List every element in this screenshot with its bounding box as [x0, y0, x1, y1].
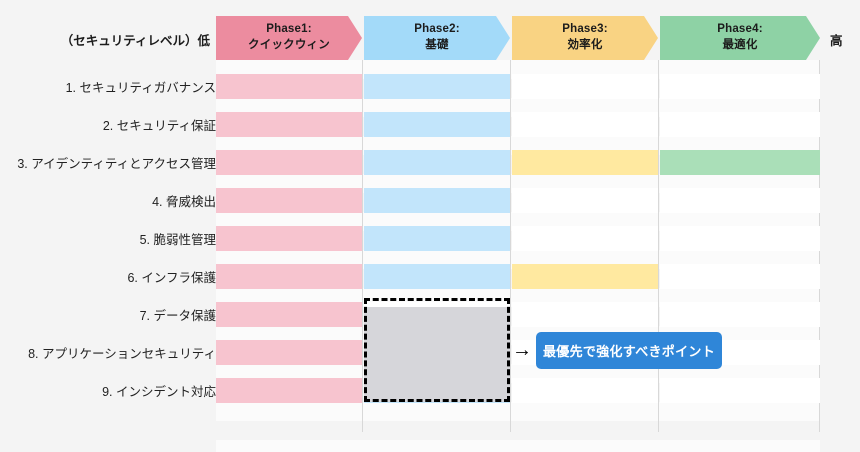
row-label-1: 1. セキュリティガバナンス: [65, 81, 216, 95]
cell-r1-phase4[interactable]: [660, 74, 820, 99]
column-divider-phase3: [510, 60, 511, 432]
cell-r4-phase4[interactable]: [660, 188, 820, 213]
phase-header-phase1[interactable]: Phase1: クイックウィン: [216, 16, 362, 60]
cell-r1-phase3[interactable]: [512, 74, 658, 99]
scale-low-label: （セキュリティレベル）低: [60, 34, 210, 48]
phase-header-subtitle: 最適化: [722, 39, 758, 51]
cell-r4-phase3[interactable]: [512, 188, 658, 213]
phase-header-phase3[interactable]: Phase3: 効率化: [512, 16, 658, 60]
cell-r5-phase2[interactable]: [364, 226, 510, 251]
row-band: [216, 421, 820, 440]
muted-band-strip: [364, 326, 510, 345]
cell-r7-phase3[interactable]: [512, 302, 658, 327]
cell-r3-phase3[interactable]: [512, 150, 658, 175]
cell-r5-phase1[interactable]: [216, 226, 362, 251]
phase-header-title: Phase4:: [717, 23, 763, 36]
phase-header-phase4[interactable]: Phase4: 最適化: [660, 16, 820, 60]
cell-r1-phase1[interactable]: [216, 74, 362, 99]
cell-r5-phase4[interactable]: [660, 226, 820, 251]
cell-r9-phase3[interactable]: [512, 378, 658, 403]
row-band: [216, 440, 820, 452]
column-divider-phase4: [658, 60, 659, 432]
cell-r6-phase1[interactable]: [216, 264, 362, 289]
cell-r6-phase4[interactable]: [660, 264, 820, 289]
cell-r4-phase1[interactable]: [216, 188, 362, 213]
row-label-4: 4. 脅威検出: [152, 195, 216, 209]
cell-r8-phase1[interactable]: [216, 340, 362, 365]
cell-r2-phase1[interactable]: [216, 112, 362, 137]
row-label-7: 7. データ保護: [139, 309, 216, 323]
cell-r6-phase3[interactable]: [512, 264, 658, 289]
phase-header-title: Phase2:: [414, 23, 460, 36]
scale-high-label: 高: [830, 34, 843, 48]
cell-r7-phase4[interactable]: [660, 302, 820, 327]
cell-r9-phase1[interactable]: [216, 378, 362, 403]
row-band: [216, 402, 820, 421]
cell-r3-phase4[interactable]: [660, 150, 820, 175]
cell-r5-phase3[interactable]: [512, 226, 658, 251]
muted-band-strip: [364, 364, 510, 383]
cell-r2-phase4[interactable]: [660, 112, 820, 137]
cell-r3-phase1[interactable]: [216, 150, 362, 175]
cell-r4-phase2[interactable]: [364, 188, 510, 213]
row-label-8: 8. アプリケーションセキュリティ: [28, 347, 216, 361]
muted-band-strip: [364, 345, 510, 364]
cell-r2-phase3[interactable]: [512, 112, 658, 137]
phase-header-title: Phase3:: [562, 23, 608, 36]
row-label-9: 9. インシデント対応: [102, 385, 216, 399]
cell-r9-phase4[interactable]: [660, 378, 820, 403]
phase-header-subtitle: 基礎: [425, 39, 449, 51]
column-divider-phase2: [362, 60, 363, 432]
phase-header-phase2[interactable]: Phase2: 基礎: [364, 16, 510, 60]
row-label-5: 5. 脆弱性管理: [139, 233, 216, 247]
cell-r6-phase2[interactable]: [364, 264, 510, 289]
row-label-2: 2. セキュリティ保証: [102, 119, 216, 133]
phase-header-subtitle: 効率化: [567, 39, 603, 51]
phase-header-subtitle: クイックウィン: [248, 39, 330, 51]
callout-arrow-icon: →: [512, 339, 532, 361]
priority-callout[interactable]: 最優先で強化すべきポイント: [536, 332, 722, 369]
cell-r1-phase2[interactable]: [364, 74, 510, 99]
cell-r7-phase1[interactable]: [216, 302, 362, 327]
cell-r3-phase2[interactable]: [364, 150, 510, 175]
muted-band-strip: [364, 383, 510, 402]
muted-band-strip: [364, 307, 510, 326]
row-label-6: 6. インフラ保護: [127, 271, 216, 285]
phase-header-title: Phase1:: [266, 23, 312, 36]
cell-r2-phase2[interactable]: [364, 112, 510, 137]
row-label-3: 3. アイデンティティとアクセス管理: [17, 157, 216, 171]
